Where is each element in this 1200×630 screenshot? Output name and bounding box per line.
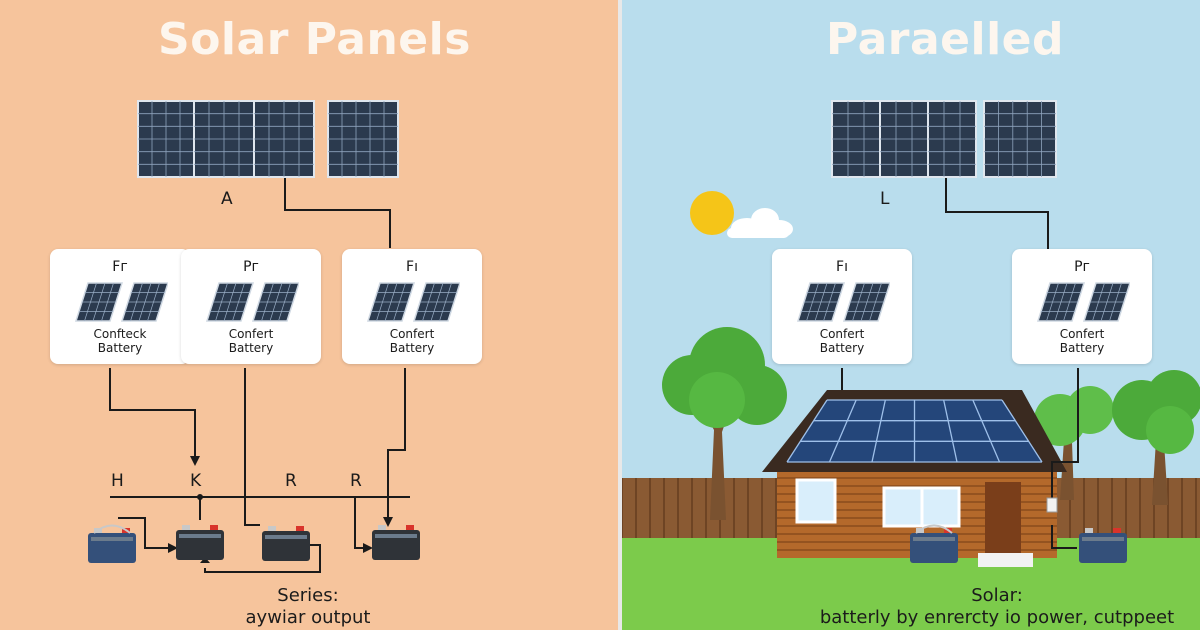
series-wires bbox=[109, 178, 410, 573]
card-title: Fı bbox=[406, 259, 418, 275]
node-label: H bbox=[111, 471, 124, 491]
solar-panel-icon bbox=[1036, 282, 1130, 322]
charge-controller-card-2: Pг Confert Battery bbox=[181, 249, 321, 364]
node-label: K bbox=[190, 471, 202, 491]
parallel-title: Paraelled bbox=[826, 14, 1064, 65]
solar-array-icon bbox=[327, 100, 399, 178]
parallel-panel: Paraelled L Fı Confert Battery Pг Confer… bbox=[622, 0, 1200, 630]
battery-icon bbox=[262, 526, 310, 561]
caption-line: Series: bbox=[277, 585, 339, 606]
solar-panel-icon bbox=[796, 282, 890, 322]
solar-panel-icon bbox=[74, 282, 168, 322]
caption-line: batterly by enrercty io power, cutppeet bbox=[819, 607, 1175, 628]
array-label: L bbox=[880, 189, 890, 209]
battery-icon bbox=[1079, 528, 1127, 563]
charge-controller-card-1: Fг Confteck Battery bbox=[50, 249, 190, 364]
cloud-icon bbox=[727, 208, 793, 238]
card-title: Pг bbox=[1074, 259, 1090, 275]
parallel-scene bbox=[622, 100, 1200, 630]
solar-array-icon bbox=[137, 100, 315, 178]
card-label: Confert Battery bbox=[819, 327, 865, 355]
card-label: Confert Battery bbox=[1059, 327, 1105, 355]
charge-controller-card-3: Fı Confert Battery bbox=[342, 249, 482, 364]
series-panel: Solar Panels bbox=[0, 0, 618, 630]
solar-panel-icon bbox=[366, 282, 460, 322]
solar-panel-icon bbox=[205, 282, 299, 322]
charge-controller-card-2: Pг Confert Battery bbox=[1012, 249, 1152, 364]
battery-icon bbox=[910, 524, 958, 563]
tree-icon bbox=[662, 327, 787, 520]
parallel-caption: Solar: batterly by enrercty io power, cu… bbox=[812, 585, 1182, 629]
series-title: Solar Panels bbox=[158, 14, 471, 65]
card-label: Confert Battery bbox=[228, 327, 274, 355]
solar-array-icon bbox=[831, 100, 977, 178]
card-title: Pг bbox=[243, 259, 259, 275]
node-label: R bbox=[285, 471, 297, 491]
caption-line: Solar: bbox=[971, 585, 1023, 606]
card-label: Confteck Battery bbox=[93, 327, 147, 355]
battery-icon bbox=[88, 524, 136, 563]
sun-icon bbox=[690, 191, 734, 235]
series-wiring-diagram bbox=[88, 100, 420, 573]
cabin-icon bbox=[762, 390, 1067, 567]
battery-icon bbox=[372, 525, 420, 560]
node-label: R bbox=[350, 471, 362, 491]
series-caption: Series: aywiar output bbox=[198, 585, 418, 629]
parallel-wires bbox=[841, 178, 1079, 549]
charge-controller-card-1: Fı Confert Battery bbox=[772, 249, 912, 364]
panel-divider bbox=[618, 0, 622, 630]
array-label: A bbox=[221, 189, 233, 209]
card-title: Fг bbox=[112, 259, 128, 275]
card-label: Confert Battery bbox=[389, 327, 435, 355]
battery-icon bbox=[176, 525, 224, 560]
caption-line: aywiar output bbox=[245, 607, 371, 628]
junction-box bbox=[1046, 497, 1058, 513]
card-title: Fı bbox=[836, 259, 848, 275]
tree-icon bbox=[1112, 370, 1200, 505]
solar-array-icon bbox=[983, 100, 1057, 178]
